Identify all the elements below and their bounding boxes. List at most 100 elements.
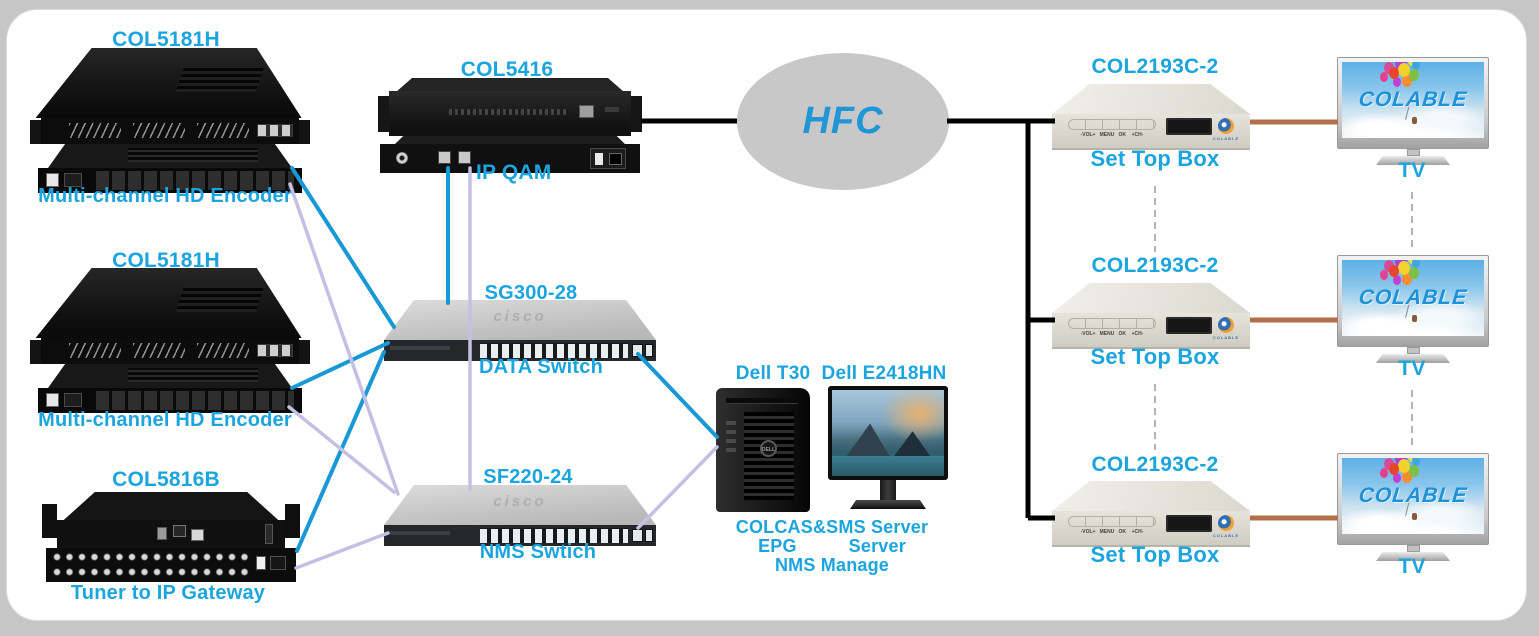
rack-ear (285, 504, 300, 538)
tv-stand (1407, 347, 1420, 354)
device-encoder-2 (30, 268, 310, 413)
stb-display (1166, 118, 1212, 135)
colable-logo-text: COLABLE (1212, 533, 1240, 538)
cisco-logo: cisco (493, 493, 547, 510)
encoder-unit2-front (38, 168, 302, 193)
colable-logo-text: COLABLE (1212, 335, 1240, 340)
stb-button-labels: -VOL+ MENU OK +CH- (1080, 529, 1144, 535)
uplink-port (645, 529, 653, 542)
stb-display (1166, 317, 1212, 334)
tv-stand (1407, 149, 1420, 156)
label-qam-model: COL5416 (460, 58, 554, 81)
switch-top (384, 485, 656, 525)
rack-ear (30, 120, 43, 144)
balloons-graphic (1380, 468, 1388, 478)
qam-top (396, 78, 624, 92)
ethernet-port (579, 105, 594, 118)
power-inlet (64, 393, 82, 407)
label-stb2-model: COL2193C-2 (1091, 254, 1219, 277)
uplink-port (645, 344, 653, 357)
stb-button-labels: -VOL+ MENU OK +CH- (1080, 331, 1144, 337)
dell-badge: DELL (760, 440, 777, 457)
rack-ear (30, 340, 43, 364)
monitor-screen (832, 390, 944, 476)
ethernet-ports (257, 124, 293, 137)
device-stb-1: -VOL+ MENU OK +CH- COLABLE (1052, 84, 1250, 152)
vent-slashes (197, 343, 249, 358)
tv-screen: COLABLE (1342, 458, 1484, 534)
device-data-switch: cisco (384, 300, 656, 362)
encoder-front (41, 118, 299, 144)
label-encoder1-caption: Multi-channel HD Encoder (38, 185, 292, 207)
balloon-child (1412, 315, 1417, 322)
hfc-cloud: HFC (737, 53, 949, 190)
stb-top (1052, 481, 1250, 511)
vent-slashes (197, 123, 249, 138)
balloons-graphic (1380, 72, 1388, 82)
ethernet-port (191, 529, 204, 541)
connector (265, 524, 273, 544)
label-stb1-model: COL2193C-2 (1091, 55, 1219, 78)
label-server-caption3: NMS Manage (774, 555, 890, 575)
switch-front (384, 340, 656, 361)
power-block (590, 148, 626, 169)
label-stb3-model: COL2193C-2 (1091, 453, 1219, 476)
label-encoder2-caption: Multi-channel HD Encoder (38, 409, 292, 431)
stb-buttons (1068, 318, 1156, 329)
gateway-front (57, 520, 285, 548)
device-encoder-1 (30, 48, 310, 193)
device-server-tower: DELL (716, 388, 810, 512)
monitor-stand (880, 480, 896, 502)
optical-drive (726, 398, 798, 404)
hfc-label: HFC (802, 100, 884, 142)
model-tag (390, 531, 450, 535)
colable-logo-icon (1218, 118, 1234, 134)
balloon-child (1412, 117, 1417, 124)
rf-connector (396, 152, 408, 164)
colable-logo-icon (1218, 317, 1234, 333)
encoder-unit2-top (48, 144, 292, 168)
encoder-rear-top (35, 268, 302, 338)
stb-front: -VOL+ MENU OK +CH- COLABLE (1052, 114, 1250, 150)
tv-screen-brand: COLABLE (1357, 484, 1469, 507)
ethernet-port (438, 151, 451, 164)
label-stb2-caption: Set Top Box (1090, 344, 1220, 369)
device-tv-2: COLABLE (1337, 255, 1489, 365)
tv-base (1376, 354, 1450, 363)
tv-stand (1407, 545, 1420, 552)
device-tv-1: COLABLE (1337, 57, 1489, 167)
label-server-caption1: COLCAS&SMS Server (735, 517, 929, 537)
stb-front: -VOL+ MENU OK +CH- COLABLE (1052, 511, 1250, 547)
ethernet-port (173, 525, 186, 537)
tv-screen: COLABLE (1342, 260, 1484, 336)
switch-front (384, 525, 656, 546)
stb-button-labels: -VOL+ MENU OK +CH- (1080, 132, 1144, 138)
stb-buttons (1068, 516, 1156, 527)
rack-ear (297, 120, 310, 144)
power-switch (46, 173, 59, 187)
label-monitor-model: Dell E2418HN (821, 363, 947, 384)
label-tower-model: Dell T30 (735, 363, 811, 384)
encoder-vent (175, 66, 265, 92)
vent-slashes (133, 123, 185, 138)
colable-logo-text: COLABLE (1212, 136, 1240, 141)
io-port-grid (96, 391, 294, 410)
vent-slashes (69, 343, 121, 358)
ethernet-ports (257, 344, 293, 357)
device-tuner-gateway (40, 492, 302, 587)
stb-top (1052, 283, 1250, 313)
balloons-graphic (1380, 270, 1388, 280)
label-encoder2-model: COL5181H (112, 249, 220, 272)
front-text (449, 109, 569, 115)
label-stb3-caption: Set Top Box (1090, 542, 1220, 567)
tv-base (1376, 552, 1450, 561)
label-tv3-caption: TV (1398, 555, 1426, 578)
cisco-logo: cisco (493, 308, 547, 325)
usb-port (157, 527, 167, 540)
rack-ear (42, 504, 57, 538)
encoder-vent (175, 286, 265, 312)
label-stb1-caption: Set Top Box (1090, 146, 1220, 171)
device-tv-3: COLABLE (1337, 453, 1489, 563)
label-nmsswitch-model: SF220-24 (483, 466, 573, 488)
io-port-grid (96, 171, 294, 190)
